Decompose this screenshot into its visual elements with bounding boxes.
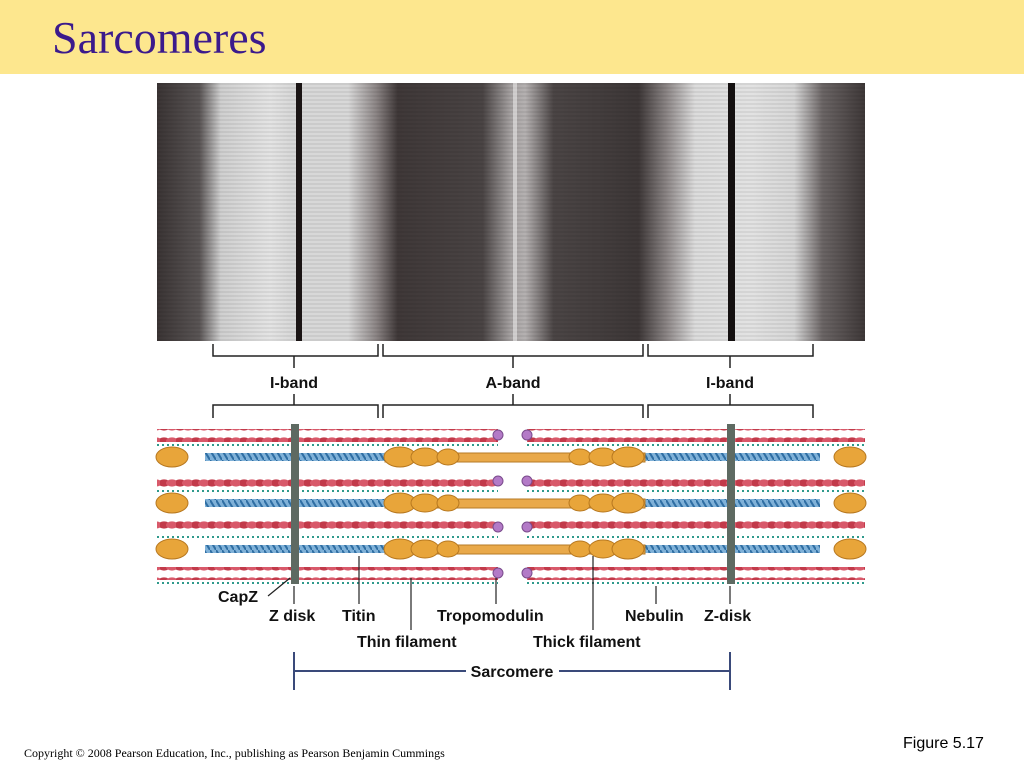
sarcomere-diagram: I-band A-band I-band bbox=[0, 340, 1024, 700]
upper-brackets bbox=[213, 344, 813, 368]
thin-filament-label: Thin filament bbox=[357, 634, 457, 651]
tropomodulin-label: Tropomodulin bbox=[437, 608, 544, 625]
slide-title: Sarcomeres bbox=[52, 10, 267, 66]
nebulin-label: Nebulin bbox=[625, 608, 684, 625]
capz-label: CapZ bbox=[218, 589, 258, 606]
i-band-left-label: I-band bbox=[270, 375, 318, 392]
electron-micrograph bbox=[157, 83, 865, 341]
lower-brackets bbox=[213, 394, 813, 418]
filament-lattice bbox=[156, 424, 866, 584]
titin-label: Titin bbox=[342, 608, 375, 625]
z-disk-label: Z disk bbox=[269, 608, 315, 625]
a-band-label: A-band bbox=[485, 375, 540, 392]
i-band-right-label: I-band bbox=[706, 375, 754, 392]
thick-filament-label: Thick filament bbox=[533, 634, 641, 651]
sarcomere-label: Sarcomere bbox=[471, 664, 554, 681]
figure-number: Figure 5.17 bbox=[903, 735, 984, 753]
copyright-notice: Copyright © 2008 Pearson Education, Inc.… bbox=[24, 746, 445, 761]
title-bar: Sarcomeres bbox=[0, 0, 1024, 74]
z-disk-right-label: Z-disk bbox=[704, 608, 751, 625]
